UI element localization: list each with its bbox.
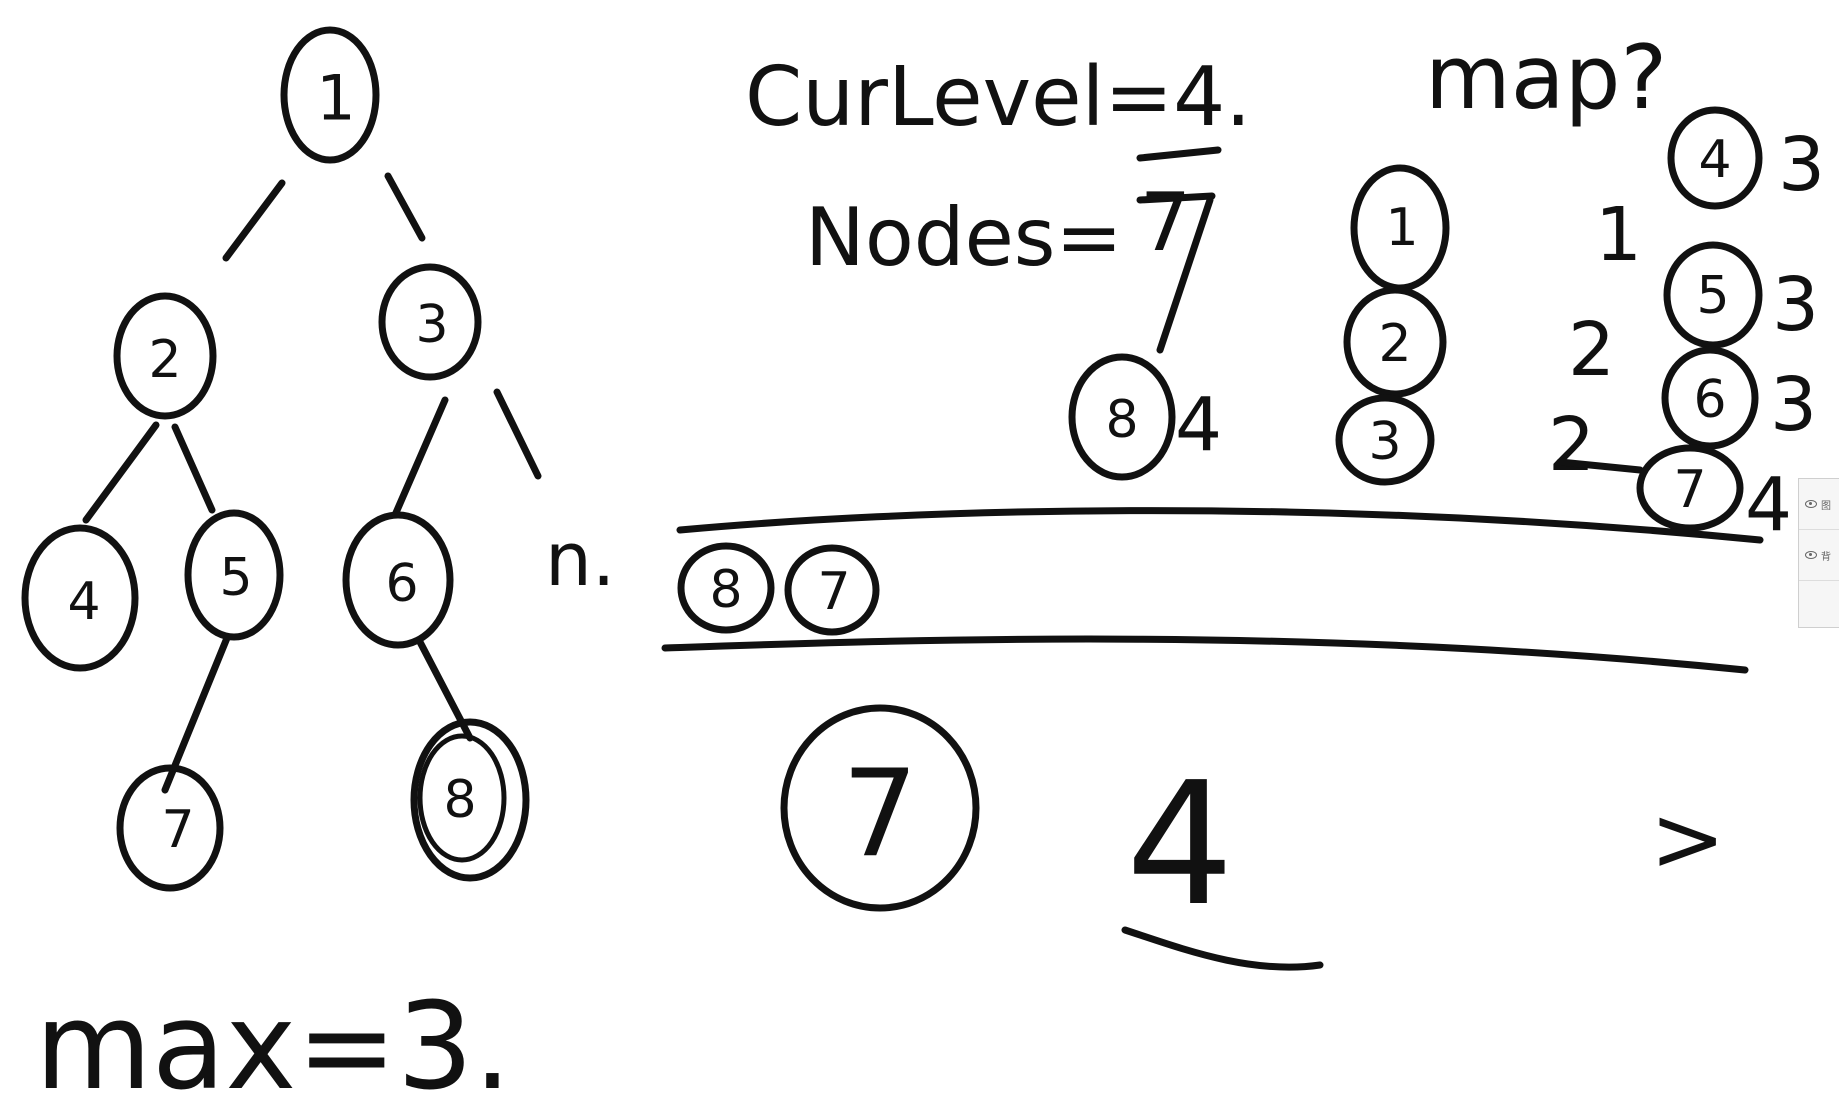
tree-node-5-label: 5 bbox=[219, 548, 252, 608]
layer-name: 图 bbox=[1821, 500, 1831, 512]
binary-tree: 1 2 3 4 5 6 7 8 n. bbox=[21, 26, 615, 892]
edge-2-5 bbox=[171, 423, 216, 514]
result-arrow: > bbox=[1650, 787, 1725, 892]
result-value: 7 bbox=[842, 746, 918, 885]
map-node-8-label: 8 bbox=[1105, 390, 1138, 450]
levels-col-2: 2 bbox=[1568, 307, 1615, 393]
tree-node-7-circle bbox=[116, 764, 224, 892]
edge-5-7 bbox=[161, 634, 231, 794]
entry-node-7-circle bbox=[1636, 444, 1744, 532]
entry-node-5-label: 5 bbox=[1696, 266, 1729, 326]
column-node-2-circle bbox=[1343, 286, 1447, 398]
tree-null-marker: n. bbox=[545, 517, 615, 603]
column-node-3-label: 3 bbox=[1368, 412, 1401, 472]
entry-level-6: 3 bbox=[1770, 362, 1817, 448]
map-label: map? bbox=[1425, 26, 1667, 129]
level-map: 8 4 1 2 3 1 2 2 4 5 6 7 3 3 3 4 bbox=[1068, 106, 1825, 548]
tree-node-3-label: 3 bbox=[415, 295, 448, 355]
eye-icon[interactable] bbox=[1805, 500, 1817, 508]
queue-item-7-label: 7 bbox=[817, 562, 850, 622]
tree-node-2-circle bbox=[113, 292, 217, 420]
strike-line-2 bbox=[1136, 192, 1216, 204]
tree-node-2-label: 2 bbox=[148, 330, 181, 390]
tree-node-1-circle bbox=[280, 26, 380, 164]
nodes-struck-value: 7 bbox=[1140, 176, 1191, 269]
edge-1-2 bbox=[222, 179, 286, 262]
edge-3-n bbox=[493, 388, 542, 480]
tree-node-6-circle bbox=[342, 511, 454, 649]
entry-node-4-circle bbox=[1667, 106, 1763, 210]
tree-node-8-label: 8 bbox=[443, 770, 476, 830]
entry-node-5-circle bbox=[1663, 241, 1763, 349]
edge-2-4 bbox=[82, 421, 160, 524]
tree-node-4-circle bbox=[21, 524, 139, 672]
result: 7 4 > bbox=[780, 704, 1725, 971]
column-node-2-label: 2 bbox=[1378, 314, 1411, 374]
edge-1-3 bbox=[384, 172, 426, 242]
result-answer: 4 bbox=[1126, 746, 1234, 944]
tree-node-3-circle bbox=[378, 263, 482, 381]
column-node-1-label: 1 bbox=[1385, 198, 1418, 258]
cur-level-label: CurLevel=4. bbox=[745, 50, 1251, 145]
queue-item-8-circle bbox=[677, 542, 775, 634]
layer-row[interactable]: 背 bbox=[1799, 530, 1839, 581]
entry-node-6-circle bbox=[1661, 346, 1759, 450]
entry-node-4-label: 4 bbox=[1698, 130, 1731, 190]
column-node-3-circle bbox=[1335, 394, 1435, 486]
levels-col-3: 2 bbox=[1548, 402, 1595, 488]
levels-underline bbox=[1556, 458, 1644, 474]
layer-row[interactable]: 图 bbox=[1799, 479, 1839, 530]
queue-bottom-line bbox=[661, 635, 1749, 674]
queue: 8 7 bbox=[661, 507, 1764, 674]
queue-item-7-circle bbox=[784, 544, 880, 636]
eye-icon[interactable] bbox=[1805, 551, 1817, 559]
edge-3-6 bbox=[391, 396, 449, 519]
answer-underline bbox=[1121, 926, 1324, 971]
entry-level-5: 3 bbox=[1772, 262, 1819, 348]
tree-node-1-label: 1 bbox=[316, 62, 355, 135]
entry-node-7-label: 7 bbox=[1673, 460, 1706, 520]
strike-line-1 bbox=[1136, 146, 1222, 162]
nodes-pointer-line bbox=[1156, 196, 1214, 354]
tree-node-5-circle bbox=[184, 509, 284, 641]
queue-item-8-label: 8 bbox=[709, 560, 742, 620]
result-circle bbox=[780, 704, 980, 912]
entry-level-4: 3 bbox=[1778, 122, 1825, 208]
max-value: max=3. bbox=[35, 978, 511, 1095]
nodes-label: Nodes= bbox=[805, 191, 1123, 284]
tree-node-7-label: 7 bbox=[161, 800, 194, 860]
map-node-8-circle bbox=[1068, 353, 1176, 481]
entry-level-7: 4 bbox=[1745, 462, 1792, 548]
entry-node-6-label: 6 bbox=[1693, 370, 1726, 430]
queue-top-line bbox=[676, 507, 1764, 544]
levels-col-1: 1 bbox=[1595, 192, 1642, 278]
variables-block: CurLevel=4. Nodes= 7 map? bbox=[745, 26, 1667, 354]
layer-name: 背 bbox=[1821, 551, 1831, 563]
tree-node-8-circle bbox=[410, 718, 530, 882]
tree-node-4-label: 4 bbox=[67, 572, 100, 632]
tree-node-6-label: 6 bbox=[385, 554, 418, 614]
tree-node-8-highlight bbox=[417, 733, 507, 863]
map-node-8-level: 4 bbox=[1175, 382, 1222, 468]
layers-panel: 图 背 bbox=[1798, 478, 1839, 628]
